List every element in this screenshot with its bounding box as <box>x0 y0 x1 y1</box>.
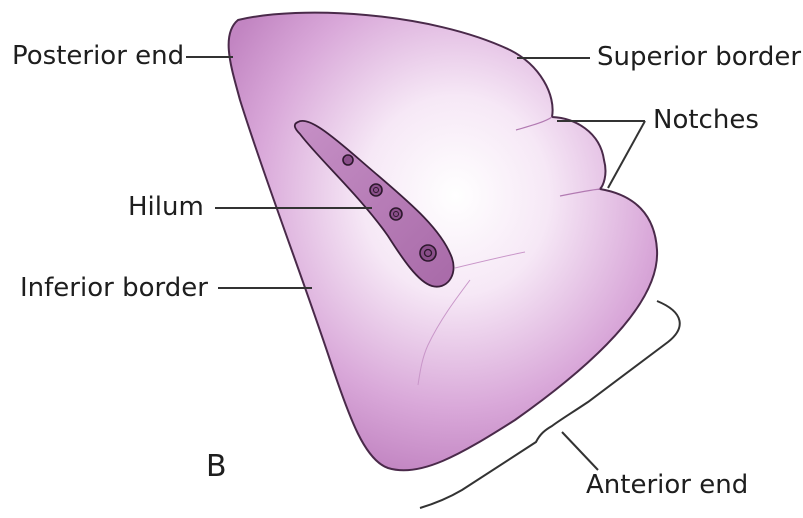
panel-label: B <box>206 452 227 482</box>
label-notches: Notches <box>653 107 759 133</box>
leader-anterior-end <box>562 432 598 470</box>
label-posterior-end: Posterior end <box>12 43 184 69</box>
vessel-opening <box>390 208 402 220</box>
leader-notches-diag <box>608 121 645 188</box>
label-hilum: Hilum <box>128 194 204 220</box>
label-superior-border: Superior border <box>597 44 801 70</box>
label-inferior-border: Inferior border <box>20 275 208 301</box>
vessel-opening <box>420 245 436 261</box>
label-anterior-end: Anterior end <box>586 472 748 498</box>
vessel-opening <box>343 155 353 165</box>
vessel-opening <box>370 184 382 196</box>
